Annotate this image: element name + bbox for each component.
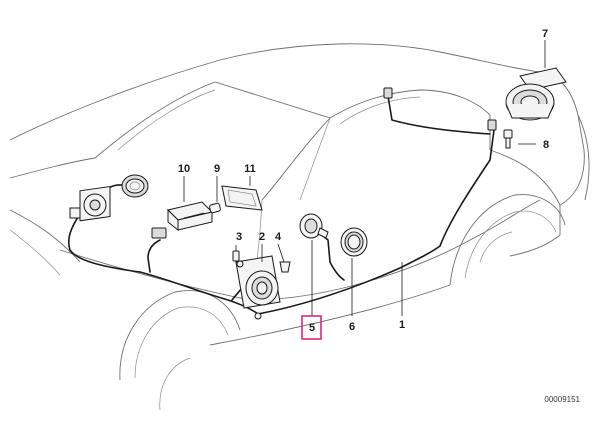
callout-2: 2 — [259, 231, 265, 243]
door-speaker-assembly — [235, 255, 281, 320]
diagram-code: 00009151 — [544, 395, 580, 404]
callout-4: 4 — [275, 231, 282, 243]
callout-9: 9 — [214, 163, 220, 175]
screw-part — [232, 245, 240, 262]
front-speaker — [79, 185, 111, 222]
car-body-outline — [9, 43, 590, 411]
radio-unit — [167, 201, 213, 232]
clip-part — [209, 202, 221, 214]
callout-7: 7 — [542, 28, 548, 40]
rear-speaker — [505, 67, 567, 121]
tweeter — [299, 213, 329, 239]
callout-3: 3 — [236, 231, 242, 243]
bolt-part — [503, 129, 513, 149]
fastener-part — [279, 261, 291, 273]
highlight-box — [301, 315, 322, 340]
callouts: 7 8 10 9 11 3 2 4 5 6 1 — [178, 28, 549, 340]
wiring-harness — [67, 87, 497, 315]
callout-10: 10 — [178, 163, 190, 175]
callout-5: 5 — [309, 322, 315, 334]
speaker-ring — [340, 227, 368, 257]
leader-lines — [183, 40, 546, 316]
speaker-grille — [121, 174, 149, 198]
callout-8: 8 — [543, 139, 549, 151]
cover-panel — [221, 185, 263, 211]
callout-11: 11 — [244, 163, 256, 175]
callout-1: 1 — [399, 319, 405, 331]
callout-6: 6 — [349, 321, 355, 333]
